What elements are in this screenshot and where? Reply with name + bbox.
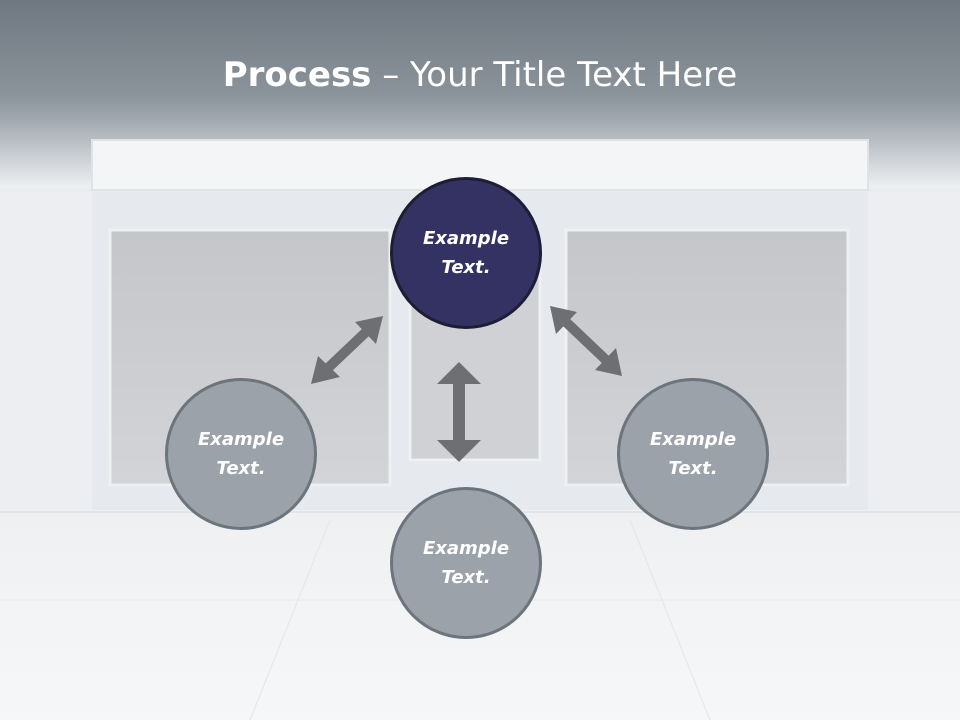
process-node-bottom: Example Text. <box>390 487 542 639</box>
slide-title: Process – Your Title Text Here <box>0 52 960 98</box>
node-bottom-line1: Example <box>422 538 510 559</box>
node-bottom-line2: Text. <box>441 567 491 588</box>
double-arrow-vertical <box>437 362 481 462</box>
process-node-right: Example Text. <box>617 378 769 530</box>
title-rest: – Your Title Text Here <box>371 55 738 95</box>
node-right-line1: Example <box>649 429 737 450</box>
node-bottom-text: Example Text. <box>406 534 526 592</box>
title-bold: Process <box>222 55 372 95</box>
node-left-line2: Text. <box>216 458 266 479</box>
double-arrow-left <box>311 316 383 384</box>
node-left-line1: Example <box>197 429 285 450</box>
node-right-line2: Text. <box>668 458 718 479</box>
process-node-top: Example Text. <box>390 177 542 329</box>
node-right-text: Example Text. <box>633 425 753 483</box>
node-left-text: Example Text. <box>181 425 301 483</box>
node-top-text: Example Text. <box>406 224 526 282</box>
double-arrow-right <box>550 306 622 376</box>
node-top-line2: Text. <box>441 257 491 278</box>
node-top-line1: Example <box>422 228 510 249</box>
process-node-left: Example Text. <box>165 378 317 530</box>
